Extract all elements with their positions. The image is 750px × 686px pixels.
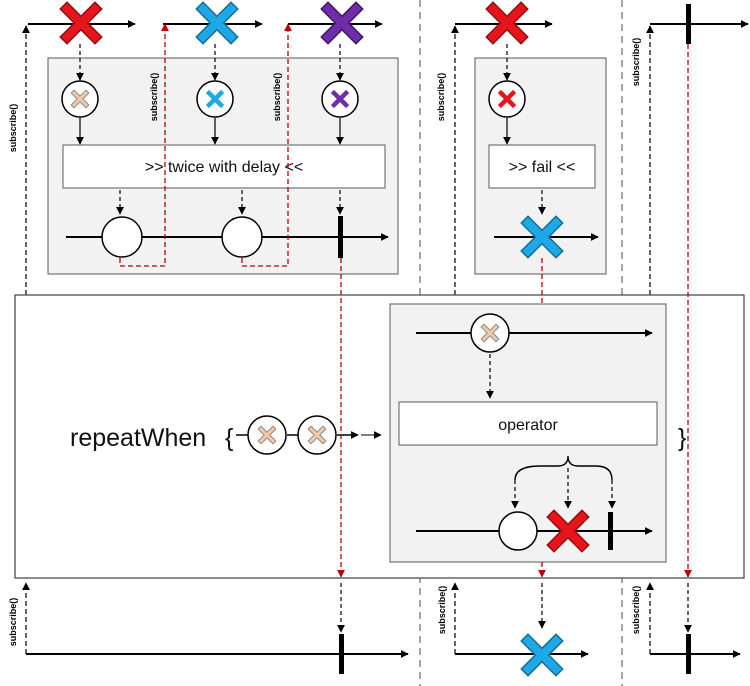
left-operator-label: >> twice with delay << bbox=[145, 159, 303, 176]
subscribe-label: subscribe() bbox=[436, 73, 446, 122]
main-box: repeatWhen { } operator bbox=[14, 294, 745, 579]
function-name: repeatWhen bbox=[70, 424, 206, 452]
resubscribe-paths bbox=[119, 23, 292, 267]
faded-error-circle-icon bbox=[61, 80, 99, 118]
subscribe-label: subscribe() bbox=[437, 586, 447, 635]
subscribe-labels: subscribe() subscribe() subscribe() subs… bbox=[8, 38, 641, 647]
passthrough-red-lines bbox=[337, 44, 692, 578]
completion-bar-icon bbox=[339, 634, 344, 674]
left-panel: >> twice with delay << bbox=[47, 44, 399, 275]
middle-operator-label: >> fail << bbox=[509, 159, 576, 176]
inner-operator-box bbox=[398, 401, 658, 446]
subscribe-verticals bbox=[22, 25, 654, 295]
bottom-timelines bbox=[22, 582, 741, 674]
top-completion bbox=[686, 4, 691, 44]
output-circle-event-icon bbox=[221, 216, 263, 258]
subscribe-label: subscribe() bbox=[631, 586, 641, 635]
red-error-x-icon bbox=[59, 1, 103, 45]
subscribe-label: subscribe() bbox=[8, 598, 18, 647]
subscribe-label: subscribe() bbox=[631, 38, 641, 87]
open-brace: { bbox=[225, 424, 233, 452]
completion-bar-icon bbox=[686, 4, 691, 44]
purple-error-circle-icon bbox=[321, 80, 359, 118]
completion-bar-icon bbox=[686, 634, 691, 674]
faded-error-circle-icon bbox=[470, 313, 510, 353]
circle-event-icon bbox=[498, 511, 538, 551]
subscribe-label: subscribe() bbox=[8, 104, 18, 153]
fan-out-brace bbox=[514, 455, 613, 481]
blue-error-circle-icon bbox=[196, 80, 234, 118]
faded-error-circle-icon bbox=[297, 415, 337, 455]
purple-error-x-icon bbox=[320, 1, 364, 45]
red-error-x-icon bbox=[485, 1, 529, 45]
subscribe-label: subscribe() bbox=[149, 73, 159, 122]
inner-operator-label: operator bbox=[498, 417, 558, 434]
red-error-x-icon bbox=[546, 509, 590, 553]
output-circle-event-icon bbox=[101, 216, 143, 258]
subscribe-label: subscribe() bbox=[272, 73, 282, 122]
completion-bar-icon bbox=[608, 512, 613, 550]
close-brace: } bbox=[678, 424, 686, 452]
blue-error-x-icon bbox=[520, 633, 564, 677]
faded-error-circle-icon bbox=[247, 415, 287, 455]
left-small-circles bbox=[61, 80, 359, 118]
big-x-marks bbox=[59, 1, 590, 677]
left-operator-box bbox=[62, 144, 386, 189]
inner-panel: operator bbox=[389, 303, 667, 563]
red-error-circle-icon bbox=[488, 80, 526, 118]
completion-bar-icon bbox=[338, 216, 343, 258]
blue-error-x-icon bbox=[520, 215, 564, 259]
blue-error-x-icon bbox=[195, 1, 239, 45]
middle-operator-box bbox=[488, 144, 596, 189]
